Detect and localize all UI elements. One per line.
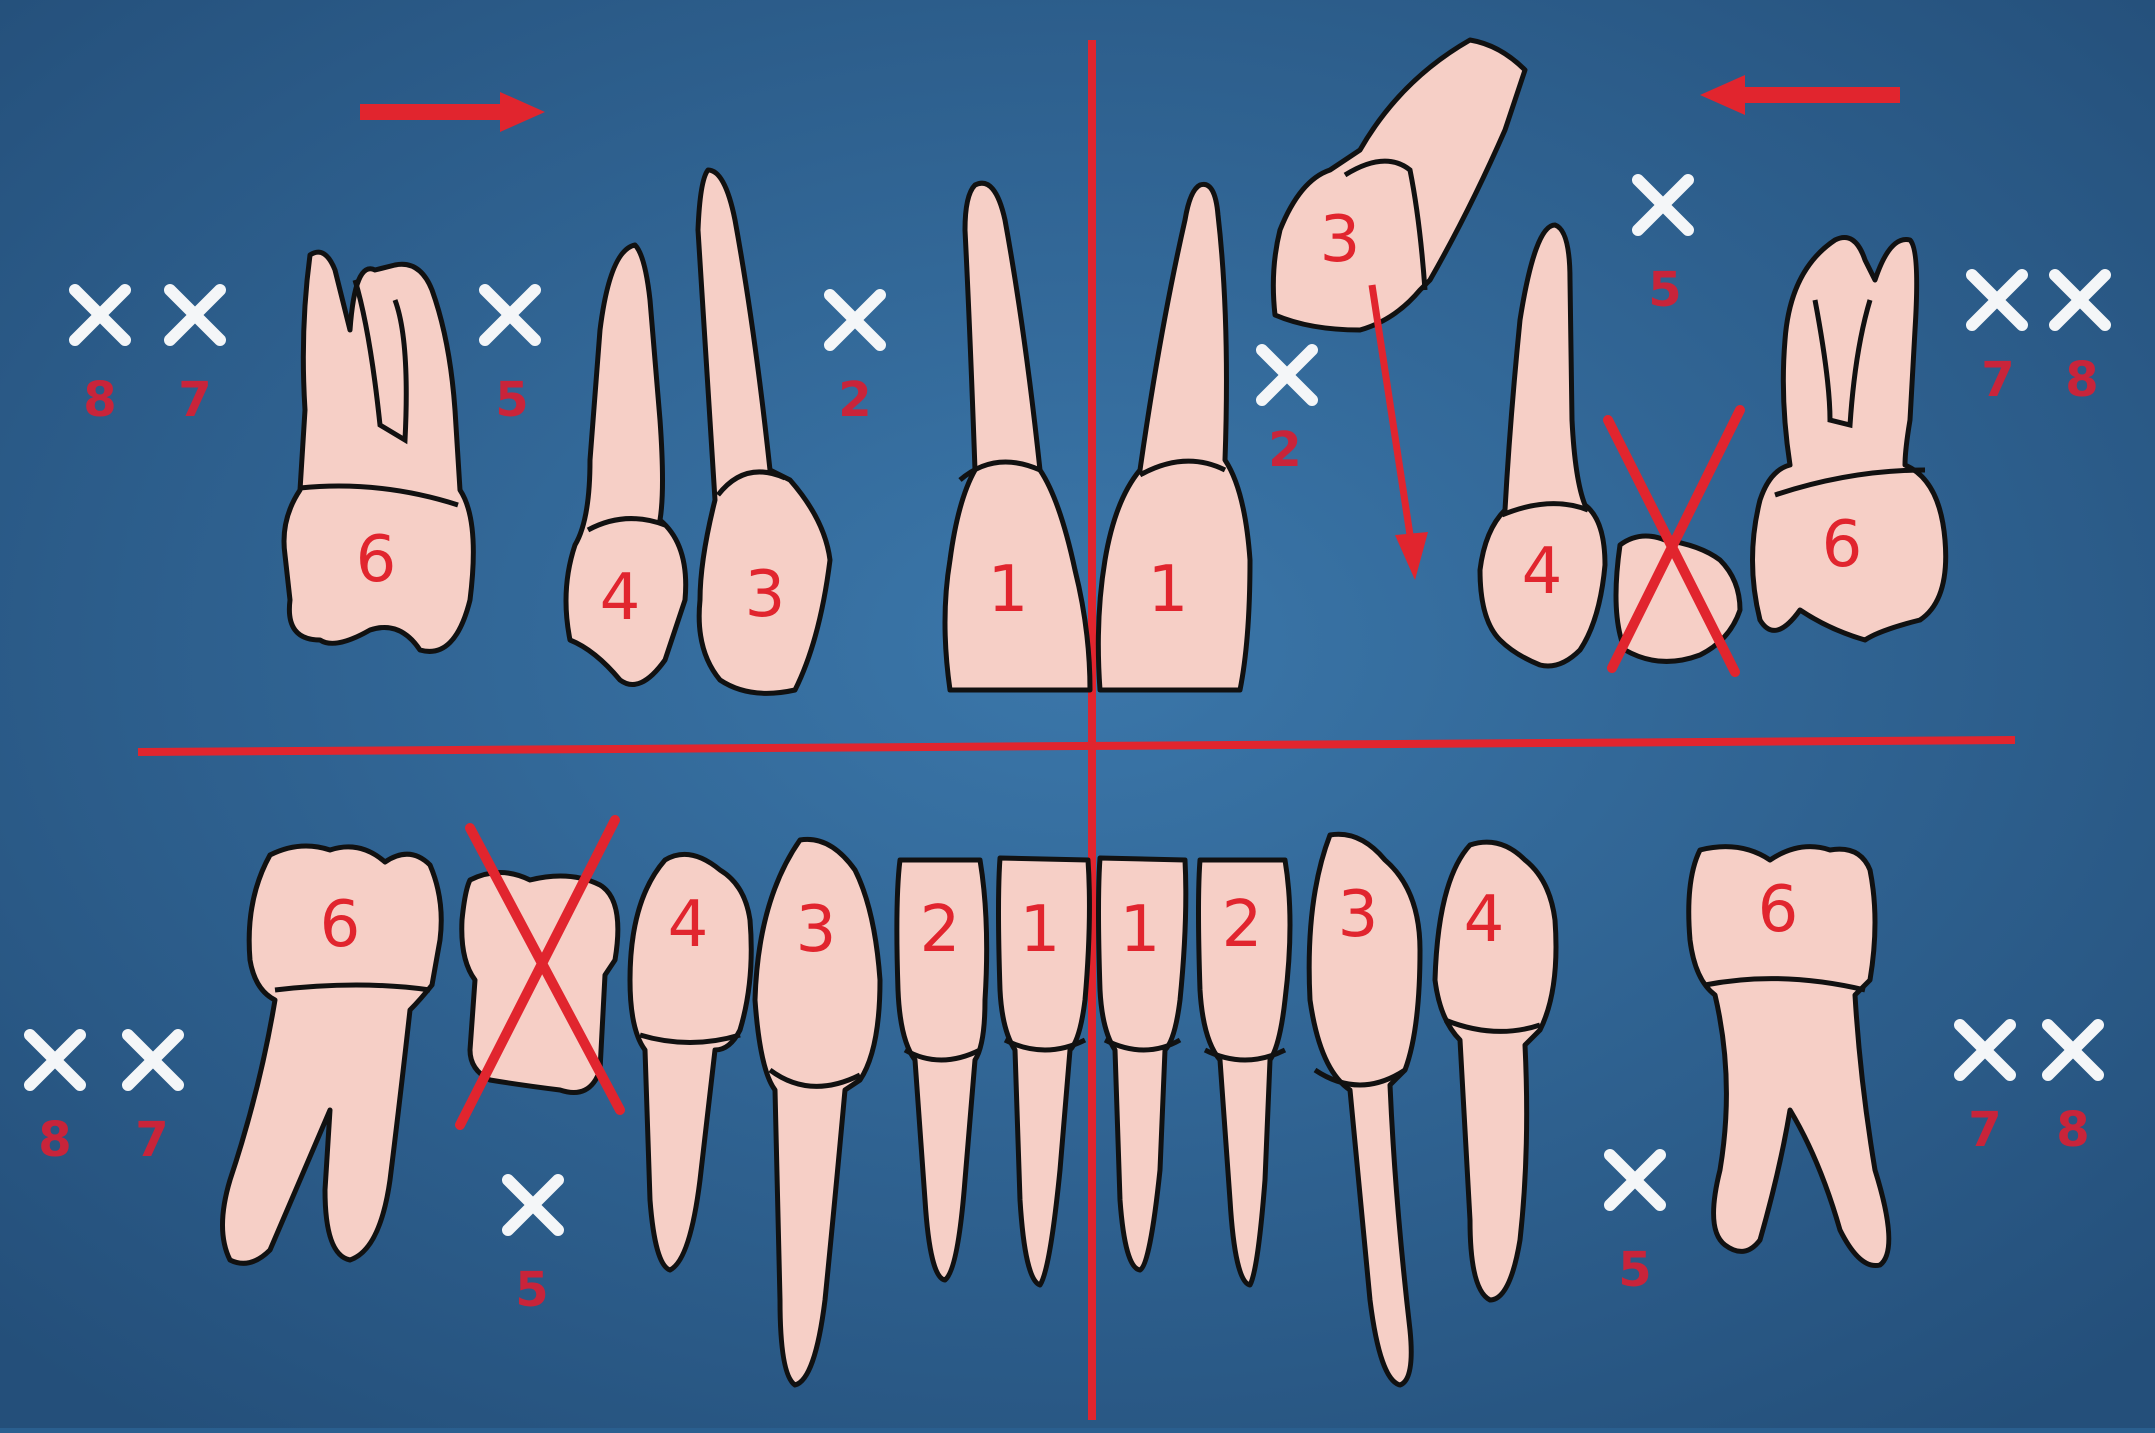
missing-tooth-number: 7 bbox=[135, 1112, 168, 1168]
tooth-number: 1 bbox=[1020, 893, 1061, 967]
tooth-number: 1 bbox=[1148, 553, 1189, 627]
missing-tooth-number: 5 bbox=[1618, 1242, 1651, 1298]
tooth-number: 2 bbox=[1222, 888, 1263, 962]
tooth-number: 2 bbox=[920, 893, 961, 967]
missing-tooth-number: 8 bbox=[2065, 352, 2098, 408]
tooth-number: 6 bbox=[1758, 873, 1799, 947]
tooth-number: 4 bbox=[600, 561, 641, 635]
missing-tooth-number: 5 bbox=[495, 372, 528, 428]
missing-tooth-number: 2 bbox=[838, 372, 871, 428]
tooth-number: 4 bbox=[1522, 535, 1563, 609]
tooth-number: 3 bbox=[796, 893, 837, 967]
missing-tooth-number: 7 bbox=[178, 372, 211, 428]
missing-tooth-number: 2 bbox=[1268, 422, 1301, 478]
tooth-number: 3 bbox=[1320, 203, 1361, 277]
tooth-number: 4 bbox=[668, 888, 709, 962]
missing-tooth-number: 7 bbox=[1981, 352, 2014, 408]
missing-tooth-number: 5 bbox=[1648, 262, 1681, 318]
tooth-number: 1 bbox=[988, 553, 1029, 627]
tooth-number: 3 bbox=[745, 558, 786, 632]
missing-tooth-number: 7 bbox=[1968, 1102, 2001, 1158]
missing-tooth-number: 8 bbox=[2056, 1102, 2089, 1158]
tooth-number: 6 bbox=[356, 523, 397, 597]
tooth-number: 3 bbox=[1338, 878, 1379, 952]
missing-tooth-number: 8 bbox=[83, 372, 116, 428]
tooth-number: 6 bbox=[1822, 508, 1863, 582]
tooth-number: 4 bbox=[1464, 883, 1505, 957]
tooth-number: 1 bbox=[1120, 893, 1161, 967]
tooth-number: 6 bbox=[320, 888, 361, 962]
missing-tooth-number: 5 bbox=[515, 1262, 548, 1318]
missing-tooth-number: 8 bbox=[38, 1112, 71, 1168]
